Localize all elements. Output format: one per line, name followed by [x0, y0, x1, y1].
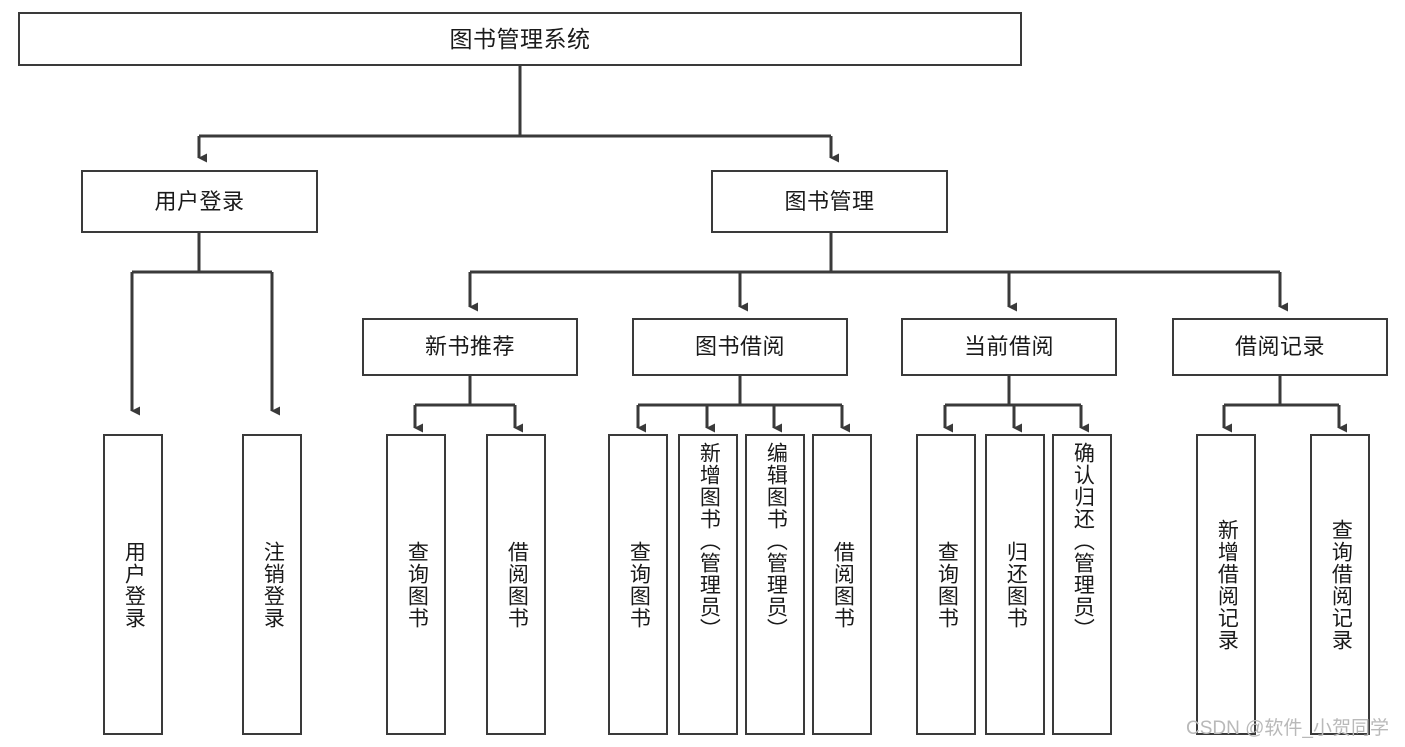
- node-leaf-add-borrow-record[interactable]: 新增借阅记录: [1196, 434, 1256, 735]
- node-leaf-query-borrow-record[interactable]: 查询借阅记录: [1310, 434, 1370, 735]
- node-current-borrow-label: 当前借阅: [963, 334, 1054, 360]
- node-leaf-query-borrow-record-label: 查询借阅记录: [1329, 518, 1353, 651]
- node-root-system[interactable]: 图书管理系统: [18, 12, 1022, 66]
- node-leaf-add-book[interactable]: 新增图书（管理员）: [678, 434, 738, 735]
- node-leaf-add-book-label: 新增图书（管理员）: [697, 442, 721, 640]
- node-leaf-return-book-label: 归还图书: [1004, 540, 1028, 629]
- node-user-login-label: 用户登录: [154, 188, 245, 214]
- node-borrow-record-label: 借阅记录: [1234, 334, 1325, 360]
- node-book-management-label: 图书管理: [784, 188, 875, 214]
- node-leaf-query-book-3-label: 查询图书: [935, 540, 959, 629]
- node-leaf-confirm-return[interactable]: 确认归还（管理员）: [1052, 434, 1112, 735]
- node-leaf-user-login-label: 用户登录: [122, 540, 146, 629]
- node-leaf-query-book-2-label: 查询图书: [627, 540, 651, 629]
- node-leaf-query-book-2[interactable]: 查询图书: [608, 434, 668, 735]
- node-current-borrow[interactable]: 当前借阅: [901, 318, 1117, 376]
- node-leaf-borrow-book-1[interactable]: 借阅图书: [486, 434, 546, 735]
- node-leaf-query-book-3[interactable]: 查询图书: [916, 434, 976, 735]
- node-leaf-return-book[interactable]: 归还图书: [985, 434, 1045, 735]
- node-new-book-recommend-label: 新书推荐: [424, 334, 515, 360]
- node-leaf-user-login[interactable]: 用户登录: [103, 434, 163, 735]
- node-leaf-confirm-return-label: 确认归还（管理员）: [1071, 442, 1095, 640]
- node-new-book-recommend[interactable]: 新书推荐: [362, 318, 578, 376]
- node-leaf-borrow-book-2[interactable]: 借阅图书: [812, 434, 872, 735]
- node-leaf-edit-book[interactable]: 编辑图书（管理员）: [745, 434, 805, 735]
- node-leaf-borrow-book-2-label: 借阅图书: [831, 540, 855, 629]
- node-root-system-label: 图书管理系统: [449, 25, 591, 52]
- node-leaf-add-borrow-record-label: 新增借阅记录: [1215, 518, 1239, 651]
- node-user-login[interactable]: 用户登录: [81, 170, 318, 233]
- node-book-management[interactable]: 图书管理: [711, 170, 948, 233]
- node-book-borrow-label: 图书借阅: [694, 334, 785, 360]
- csdn-watermark: CSDN @软件_小贺同学: [1186, 718, 1389, 739]
- node-book-borrow[interactable]: 图书借阅: [632, 318, 848, 376]
- node-leaf-logout-login[interactable]: 注销登录: [242, 434, 302, 735]
- node-leaf-query-book-1-label: 查询图书: [405, 540, 429, 629]
- node-leaf-borrow-book-1-label: 借阅图书: [505, 540, 529, 629]
- node-leaf-query-book-1[interactable]: 查询图书: [386, 434, 446, 735]
- node-borrow-record[interactable]: 借阅记录: [1172, 318, 1388, 376]
- node-leaf-edit-book-label: 编辑图书（管理员）: [764, 442, 788, 640]
- node-leaf-logout-login-label: 注销登录: [261, 540, 285, 629]
